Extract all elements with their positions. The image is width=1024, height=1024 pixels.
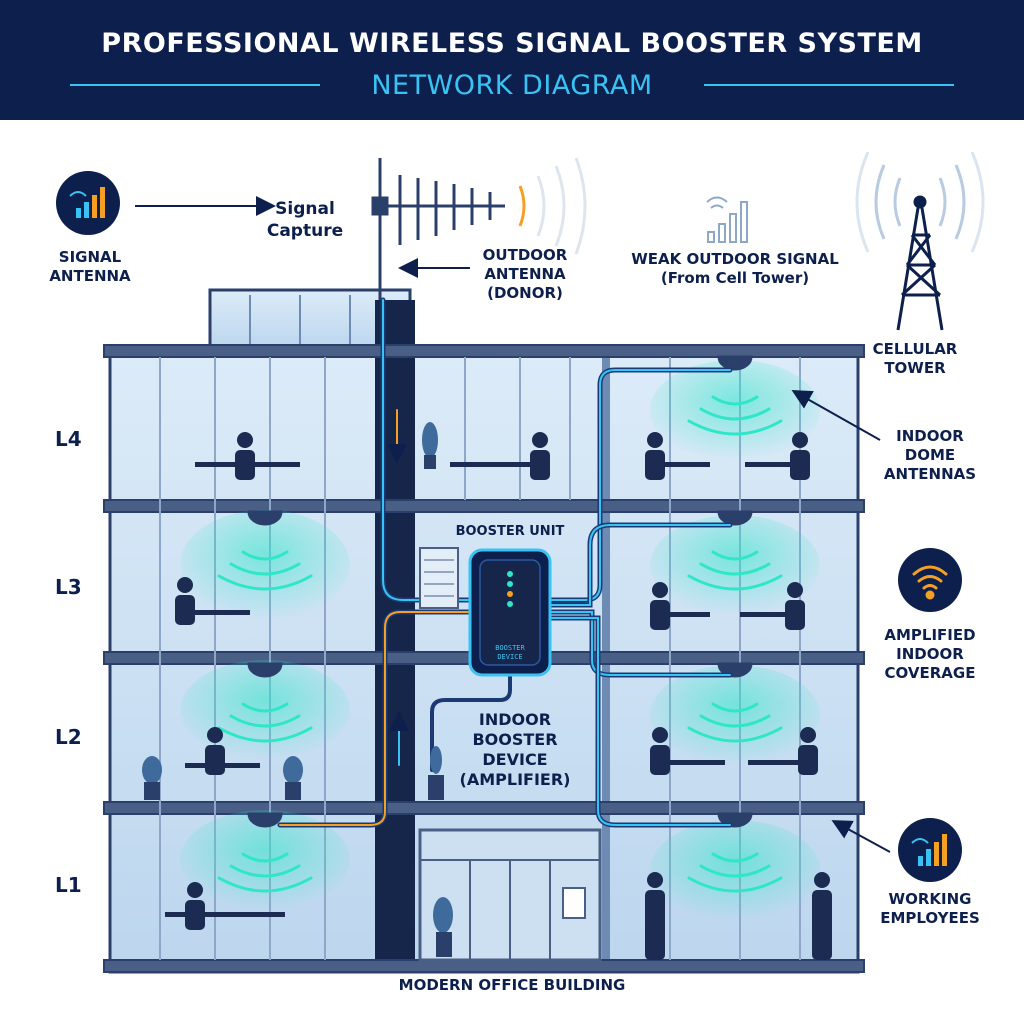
dome-antenna — [687, 812, 783, 893]
level-label-l4: L4 — [55, 427, 82, 451]
title-rule-right — [704, 84, 954, 86]
employee-figure — [195, 432, 300, 480]
header-banner: PROFESSIONAL WIRELESS SIGNAL BOOSTER SYS… — [0, 0, 1024, 120]
potted-plant — [422, 422, 438, 469]
potted-plants — [142, 422, 453, 957]
amplified-coverage-label-line2: INDOOR — [896, 645, 964, 663]
coverage-glows — [180, 360, 820, 920]
booster-device-text-line2: DEVICE — [497, 653, 522, 661]
signal-antenna-icon — [56, 171, 120, 235]
working-employees-label-line1: WORKING — [888, 890, 972, 908]
diagram-title: PROFESSIONAL WIRELESS SIGNAL BOOSTER SYS… — [101, 28, 923, 59]
cellular-tower-label: CELLULAR TOWER — [865, 340, 965, 378]
dome-antenna — [687, 510, 783, 591]
signal-cables — [277, 297, 733, 828]
employee-figure — [645, 872, 665, 960]
dome-antenna — [217, 662, 313, 743]
employee-figure — [650, 582, 710, 630]
indoor-booster-label-line3: DEVICE — [482, 750, 548, 769]
weak-signal-subtitle: (From Cell Tower) — [660, 269, 810, 287]
dome-antenna — [687, 355, 783, 436]
employee-figure — [175, 577, 250, 625]
potted-plant — [433, 897, 453, 957]
diagram-subtitle: NETWORK DIAGRAM — [371, 70, 653, 101]
employee-figure — [740, 582, 805, 630]
weak-signal-label: WEAK OUTDOOR SIGNAL (From Cell Tower) — [610, 250, 860, 288]
indoor-dome-label-line1: INDOOR — [896, 427, 964, 445]
employee-figure — [645, 432, 710, 480]
indoor-booster-label: INDOOR BOOSTER DEVICE (AMPLIFIER) — [455, 710, 575, 790]
outdoor-antenna-label-line3: (DONOR) — [487, 284, 563, 302]
employee-figure — [450, 432, 550, 480]
potted-plant — [283, 756, 303, 800]
indoor-dome-label-line2: DOME — [904, 446, 956, 464]
booster-unit-label: BOOSTER UNIT — [455, 524, 565, 539]
indoor-dome-antennas — [217, 355, 783, 893]
weak-signal-title: WEAK OUTDOOR SIGNAL — [631, 250, 839, 268]
level-label-l2: L2 — [55, 725, 82, 749]
outdoor-antenna-label-line2: ANTENNA — [484, 265, 566, 283]
employee-figure — [812, 872, 832, 960]
dome-antenna — [217, 510, 313, 591]
level-label-l3: L3 — [55, 575, 82, 599]
amplified-coverage-label-line3: COVERAGE — [884, 664, 976, 682]
indoor-dome-label-line3: ANTENNAS — [883, 465, 977, 483]
employee-figure — [165, 882, 285, 930]
employee-figure — [650, 727, 725, 775]
title-rule-left — [70, 84, 320, 86]
signal-capture-label-line2: Capture — [266, 221, 344, 241]
employee-figure — [185, 727, 260, 775]
outdoor-antenna-label-line1: OUTDOOR — [482, 246, 568, 264]
weak-signal-bars-icon — [706, 196, 748, 243]
amplified-coverage-label-line1: AMPLIFIED — [884, 626, 976, 644]
server-rack — [419, 547, 459, 609]
working-employees-label-line2: EMPLOYEES — [880, 909, 980, 927]
cellular-tower-label-line1: CELLULAR — [872, 340, 958, 358]
booster-device-text-line1: BOOSTER — [495, 644, 525, 652]
amplified-wifi-icon — [898, 548, 962, 612]
indoor-booster-label-line1: INDOOR — [478, 710, 552, 729]
potted-plant — [428, 746, 444, 800]
signal-antenna-label-line2: ANTENNA — [49, 267, 131, 285]
working-employees-icon — [898, 818, 962, 882]
signal-antenna-label-line1: SIGNAL — [58, 248, 122, 266]
building-label: MODERN OFFICE BUILDING — [398, 976, 626, 994]
booster-unit: BOOSTER DEVICE — [468, 548, 552, 677]
indoor-dome-label: INDOOR DOME ANTENNAS — [870, 427, 990, 484]
signal-capture-label: Signal Capture — [260, 198, 350, 242]
outdoor-antenna-label: OUTDOOR ANTENNA (DONOR) — [470, 246, 580, 303]
annotation-arrows — [135, 196, 891, 853]
dome-antenna — [217, 812, 313, 893]
signal-capture-label-line1: Signal — [275, 199, 335, 219]
working-employees-label: WORKING EMPLOYEES — [870, 890, 990, 928]
employee-silhouettes — [165, 432, 832, 960]
potted-plant — [142, 756, 162, 800]
outdoor-donor-antenna — [371, 157, 587, 300]
signal-antenna-label: SIGNAL ANTENNA — [40, 248, 140, 286]
indoor-booster-label-line4: (AMPLIFIER) — [459, 770, 571, 789]
employee-figure — [745, 432, 810, 480]
amplified-coverage-label: AMPLIFIED INDOOR COVERAGE — [870, 626, 990, 683]
employee-figure — [748, 727, 818, 775]
cellular-tower-icon — [855, 151, 985, 331]
indoor-booster-label-line2: BOOSTER — [472, 730, 558, 749]
level-label-l1: L1 — [55, 873, 82, 897]
cellular-tower-label-line2: TOWER — [884, 359, 946, 377]
